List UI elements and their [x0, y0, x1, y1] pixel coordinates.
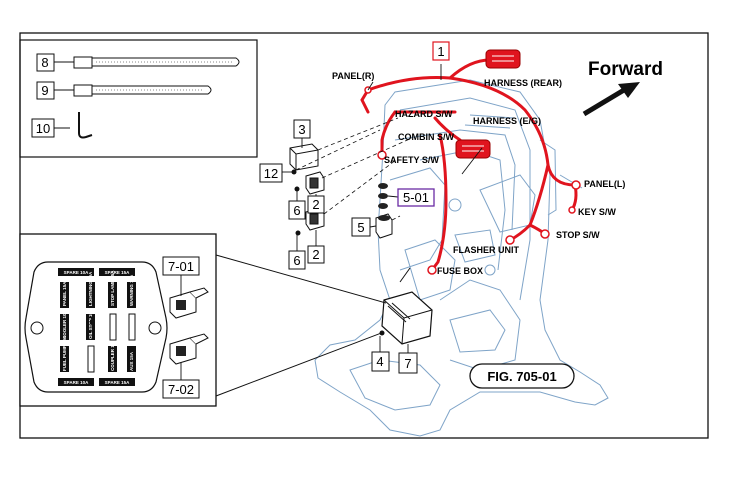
switch-2-upper [305, 171, 325, 195]
callout-7-02: 7-02 [162, 379, 200, 399]
label-stop-sw: STOP S/W [556, 230, 600, 240]
forward-label: Forward [588, 59, 663, 80]
svg-text:8: 8 [41, 55, 48, 70]
fuse-lightning: LIGHTNING 10A [88, 271, 93, 306]
callout-5: 5 [351, 217, 371, 237]
svg-text:3: 3 [298, 122, 305, 137]
svg-text:5: 5 [357, 220, 364, 235]
svg-text:5-01: 5-01 [403, 190, 429, 205]
callout-12: 12 [259, 163, 283, 183]
cable-tie-long [73, 56, 240, 69]
harness-clip [78, 112, 93, 139]
svg-text:12: 12 [264, 166, 278, 181]
fuse-box-installed [379, 267, 433, 345]
washers-5-01 [378, 183, 388, 209]
label-harness-rear: HARNESS (REAR) [484, 78, 562, 88]
relay-3 [289, 143, 319, 171]
harness-rear-connector [485, 49, 521, 69]
wiring-harness [360, 58, 578, 272]
spare-bottom-2: SPARE 15A [105, 380, 130, 385]
svg-text:1: 1 [437, 44, 444, 59]
fuse-coupler: COUPLER 10A [110, 339, 115, 371]
callout-7-01: 7-01 [162, 256, 200, 276]
cable-tie-short [73, 84, 212, 97]
spare-top-1: SPARE 10A [64, 270, 89, 275]
screw-12 [291, 169, 297, 175]
svg-text:2: 2 [312, 197, 319, 212]
callout-10: 10 [31, 118, 55, 138]
svg-text:4: 4 [376, 354, 383, 369]
label-combin-sw: COMBIN S/W [398, 132, 455, 142]
callout-2-upper: 2 [307, 195, 325, 214]
callout-2-lower: 2 [307, 245, 325, 264]
vehicle-frame-outline [314, 79, 609, 437]
callout-4: 4 [371, 351, 390, 372]
spare-fuse-701 [169, 287, 209, 319]
screw-6-upper [294, 186, 300, 192]
label-harness-eg: HARNESS (E/G) [473, 116, 541, 126]
svg-text:6: 6 [293, 253, 300, 268]
callout-9: 9 [36, 81, 55, 100]
svg-text:2: 2 [312, 247, 319, 262]
callout-8: 8 [36, 53, 55, 72]
svg-text:7-01: 7-01 [168, 259, 194, 274]
spare-bottom-1: SPARE 10A [64, 380, 89, 385]
forward-arrow-icon [582, 82, 640, 117]
fuse-stop-lamp: STOP LAMP 15A [110, 270, 115, 306]
dashed-leaders [295, 117, 413, 221]
harness-connectors [364, 86, 581, 275]
callout-6-upper: 6 [288, 200, 306, 220]
svg-text:9: 9 [41, 83, 48, 98]
spare-top-2: SPARE 15A [105, 270, 130, 275]
label-flasher-unit: FLASHER UNIT [453, 245, 519, 255]
spare-fuse-702 [169, 333, 209, 365]
callout-1: 1 [432, 41, 450, 61]
svg-text:FIG. 705-01: FIG. 705-01 [487, 369, 556, 384]
callout-5-01: 5-01 [397, 188, 435, 207]
svg-text:7-02: 7-02 [168, 382, 194, 397]
label-panel-r: PANEL(R) [332, 71, 374, 81]
harness-eg-connector [455, 139, 491, 159]
fuse-fuel-pump: FUEL PUMP 10A [62, 335, 67, 371]
knob-5 [375, 213, 393, 239]
svg-text:10: 10 [36, 121, 50, 136]
fuse-cooler: COOLER 10A [62, 309, 67, 339]
inset-leader-top [215, 254, 387, 304]
callout-3: 3 [293, 119, 311, 139]
tie-clip-inset [19, 39, 258, 158]
fuse-aux: AUX 15A [129, 351, 134, 371]
callout-7: 7 [398, 352, 418, 374]
label-hazard-sw: HAZARD S/W [395, 109, 453, 119]
inset-leader-bottom [215, 331, 385, 397]
callout-6-lower: 6 [288, 250, 306, 270]
fuse-panel: PANEL 15A [62, 281, 67, 306]
label-key-sw: KEY S/W [578, 207, 616, 217]
svg-text:6: 6 [293, 203, 300, 218]
screw-6-lower [295, 230, 301, 236]
fuse-warning: WARNING 15A [129, 274, 134, 306]
label-fuse-box: FUSE BOX [437, 266, 483, 276]
figure-label: FIG. 705-01 [469, 363, 575, 389]
label-panel-l: PANEL(L) [584, 179, 625, 189]
label-safety-sw: SAFETY S/W [384, 155, 439, 165]
svg-text:7: 7 [404, 356, 411, 371]
